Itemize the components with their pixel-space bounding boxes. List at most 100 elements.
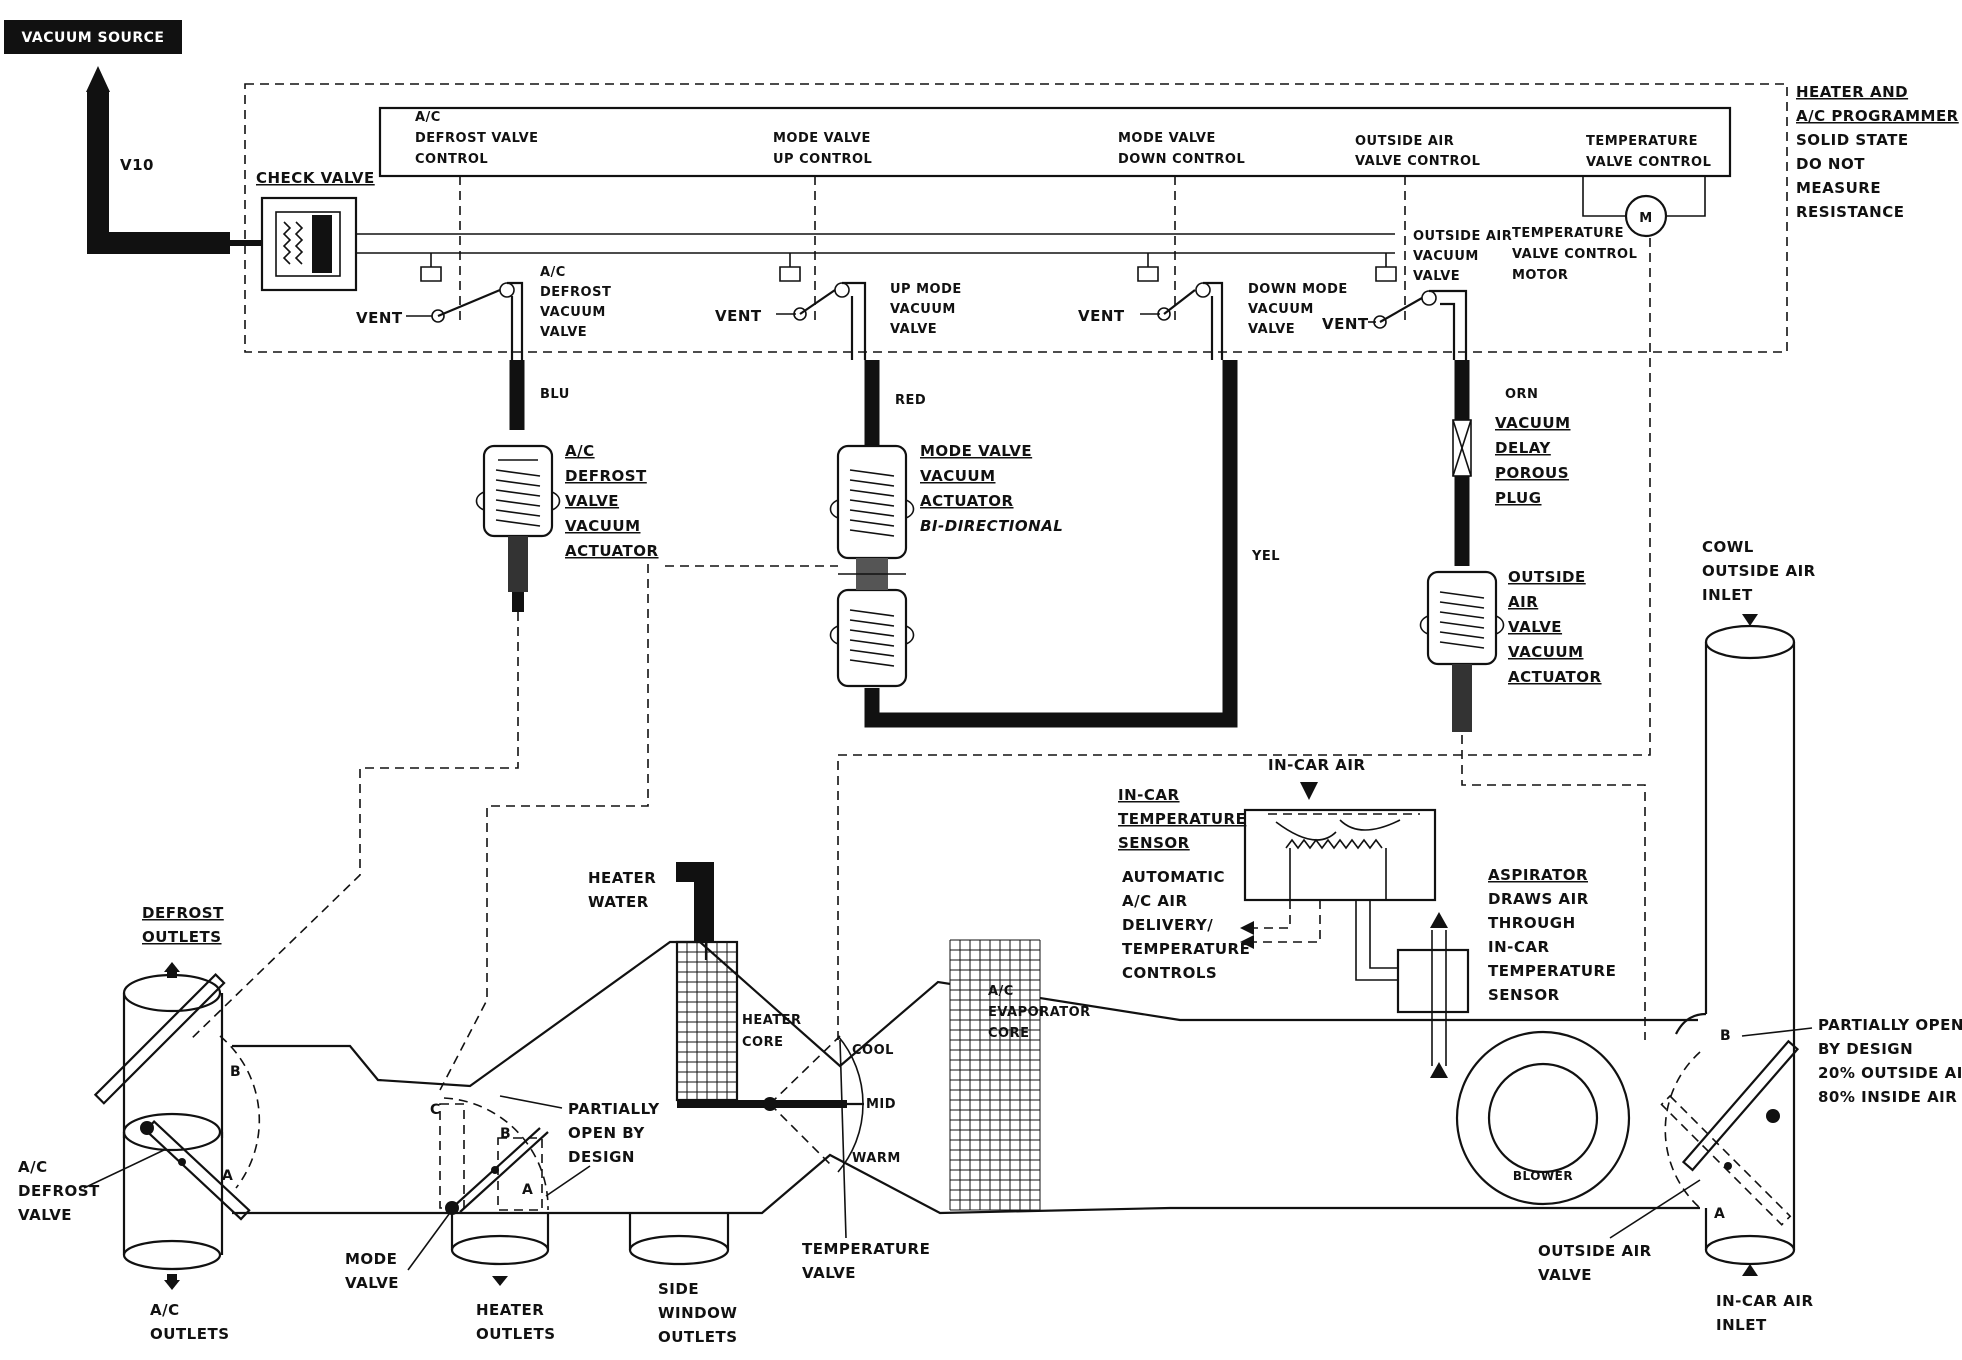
svg-text:MODE VALVE: MODE VALVE <box>773 131 871 146</box>
svg-text:PARTIALLY: PARTIALLY <box>568 1100 660 1118</box>
svg-text:DEFROST: DEFROST <box>142 904 224 922</box>
temperature-motor: M <box>1582 176 1706 238</box>
svg-text:TEMPERATURE: TEMPERATURE <box>802 1240 930 1258</box>
svg-text:BI-DIRECTIONAL: BI-DIRECTIONAL <box>920 517 1063 535</box>
aspirator-label: ASPIRATOR DRAWS AIR THROUGH IN-CAR TEMPE… <box>1488 866 1616 1004</box>
svg-text:TEMPERATURE: TEMPERATURE <box>1512 226 1624 241</box>
partially-open-mode-label: PARTIALLY OPEN BY DESIGN <box>499 1095 660 1197</box>
svg-text:VALVE: VALVE <box>1508 618 1562 636</box>
svg-text:ASPIRATOR: ASPIRATOR <box>1488 866 1588 884</box>
auto-controls-label: AUTOMATIC A/C AIR DELIVERY/ TEMPERATURE … <box>1122 868 1321 982</box>
defrost-valve: B A <box>93 973 261 1221</box>
in-car-sensor-label: IN-CAR TEMPERATURE SENSOR <box>1118 786 1246 852</box>
svg-text:VALVE: VALVE <box>1413 269 1460 284</box>
svg-text:VALVE: VALVE <box>18 1206 72 1224</box>
svg-text:AUTOMATIC: AUTOMATIC <box>1122 868 1225 886</box>
defrost-vacuum-valve-label: A/C DEFROST VACUUM VALVE <box>540 265 611 340</box>
svg-text:VENT: VENT <box>1322 315 1369 333</box>
orn-hose <box>1452 360 1472 566</box>
svg-text:DEFROST: DEFROST <box>565 467 647 485</box>
svg-text:PLUG: PLUG <box>1495 489 1542 507</box>
svg-text:COOL: COOL <box>852 1043 894 1058</box>
svg-text:VENT: VENT <box>715 307 762 325</box>
svg-text:THROUGH: THROUGH <box>1488 914 1576 932</box>
air-duct <box>232 940 1700 1215</box>
up-mode-vacuum-valve-label: UP MODE VACUUM VALVE <box>890 282 961 337</box>
svg-text:DRAWS AIR: DRAWS AIR <box>1488 890 1589 908</box>
in-car-sensor <box>1243 808 1437 902</box>
svg-text:MID: MID <box>866 1097 896 1112</box>
svg-text:EVAPORATOR: EVAPORATOR <box>988 1005 1091 1020</box>
yel-hose-label: YEL <box>1251 549 1280 564</box>
svg-text:BY DESIGN: BY DESIGN <box>1818 1040 1913 1058</box>
svg-text:VACUUM: VACUUM <box>1508 643 1584 661</box>
v10-label: V10 <box>120 156 154 174</box>
outside-air-valve-label: OUTSIDE AIR VALVE <box>1538 1179 1701 1284</box>
mode-up-control-label: MODE VALVE UP CONTROL <box>773 131 872 167</box>
svg-text:A/C AIR: A/C AIR <box>1122 892 1188 910</box>
heater-water-label: HEATER WATER <box>588 869 656 911</box>
svg-text:CORE: CORE <box>988 1026 1029 1041</box>
svg-text:OUTSIDE: OUTSIDE <box>1508 568 1586 586</box>
svg-text:VACUUM: VACUUM <box>540 305 606 320</box>
svg-text:A/C: A/C <box>150 1301 180 1319</box>
svg-text:VALVE: VALVE <box>345 1274 399 1292</box>
svg-text:UP CONTROL: UP CONTROL <box>773 152 872 167</box>
blower-label: BLOWER <box>1513 1169 1573 1183</box>
svg-text:A: A <box>222 1168 233 1184</box>
svg-text:TEMPERATURE: TEMPERATURE <box>1488 962 1616 980</box>
svg-text:VALVE: VALVE <box>540 325 587 340</box>
svg-text:VACUUM: VACUUM <box>565 517 641 535</box>
vacuum-source: VACUUM SOURCE <box>4 20 182 54</box>
side-window-outlets-pipe <box>628 1213 730 1266</box>
svg-text:ACTUATOR: ACTUATOR <box>1508 668 1602 686</box>
control-board <box>378 106 1732 178</box>
svg-text:VACUUM: VACUUM <box>1248 302 1314 317</box>
svg-text:VACUUM: VACUUM <box>890 302 956 317</box>
svg-text:HEATER AND: HEATER AND <box>1796 83 1908 101</box>
svg-text:TEMPERATURE: TEMPERATURE <box>1122 940 1250 958</box>
svg-text:INLET: INLET <box>1716 1316 1767 1334</box>
svg-text:VALVE CONTROL: VALVE CONTROL <box>1586 155 1711 170</box>
blu-hose-label: BLU <box>540 387 570 402</box>
svg-text:DELIVERY/: DELIVERY/ <box>1122 916 1213 934</box>
svg-text:80% INSIDE AIR: 80% INSIDE AIR <box>1818 1088 1957 1106</box>
blower: BLOWER <box>1455 1030 1631 1206</box>
svg-text:MODE: MODE <box>345 1250 397 1268</box>
vacuum-supply-rail <box>356 233 1395 254</box>
check-valve <box>260 196 358 292</box>
up-mode-vacuum-valve: VENT <box>715 253 867 360</box>
svg-text:COWL: COWL <box>1702 538 1754 556</box>
svg-text:VALVE CONTROL: VALVE CONTROL <box>1355 154 1480 169</box>
svg-text:SIDE: SIDE <box>658 1280 699 1298</box>
defrost-outlets-label: DEFROST OUTLETS <box>142 904 224 978</box>
svg-text:MEASURE: MEASURE <box>1796 179 1881 197</box>
svg-text:VALVE: VALVE <box>802 1264 856 1282</box>
svg-text:ACTUATOR: ACTUATOR <box>920 492 1014 510</box>
svg-text:SOLID STATE: SOLID STATE <box>1796 131 1909 149</box>
svg-text:POROUS: POROUS <box>1495 464 1569 482</box>
svg-text:VACUUM: VACUUM <box>1495 414 1571 432</box>
outside-air-vacuum-valve: VENT <box>1322 253 1468 360</box>
in-car-air-inlet-label: IN-CAR AIR INLET <box>1716 1264 1813 1334</box>
temperature-valve-label: TEMPERATURE VALVE <box>802 1039 930 1282</box>
defrost-vacuum-valve: VENT <box>356 253 524 360</box>
heater-core-label: HEATER CORE <box>742 1013 801 1050</box>
svg-text:MODE VALVE: MODE VALVE <box>920 442 1032 460</box>
svg-text:B: B <box>500 1126 511 1142</box>
mode-actuator <box>829 444 915 688</box>
svg-text:IN-CAR: IN-CAR <box>1118 786 1180 804</box>
svg-text:VALVE: VALVE <box>1248 322 1295 337</box>
svg-text:VALVE: VALVE <box>1538 1266 1592 1284</box>
svg-text:IN-CAR: IN-CAR <box>1488 938 1550 956</box>
red-hose-label: RED <box>895 393 926 408</box>
cowl-inlet-pipe <box>1675 624 1796 1266</box>
defrost-duct-pipe <box>122 973 224 1271</box>
check-valve-label: CHECK VALVE <box>256 169 375 187</box>
svg-text:OUTSIDE AIR: OUTSIDE AIR <box>1355 134 1454 149</box>
svg-text:CONTROLS: CONTROLS <box>1122 964 1217 982</box>
svg-text:OUTLETS: OUTLETS <box>150 1325 230 1343</box>
svg-text:A: A <box>522 1182 533 1198</box>
outside-air-control-label: OUTSIDE AIR VALVE CONTROL <box>1355 134 1480 169</box>
